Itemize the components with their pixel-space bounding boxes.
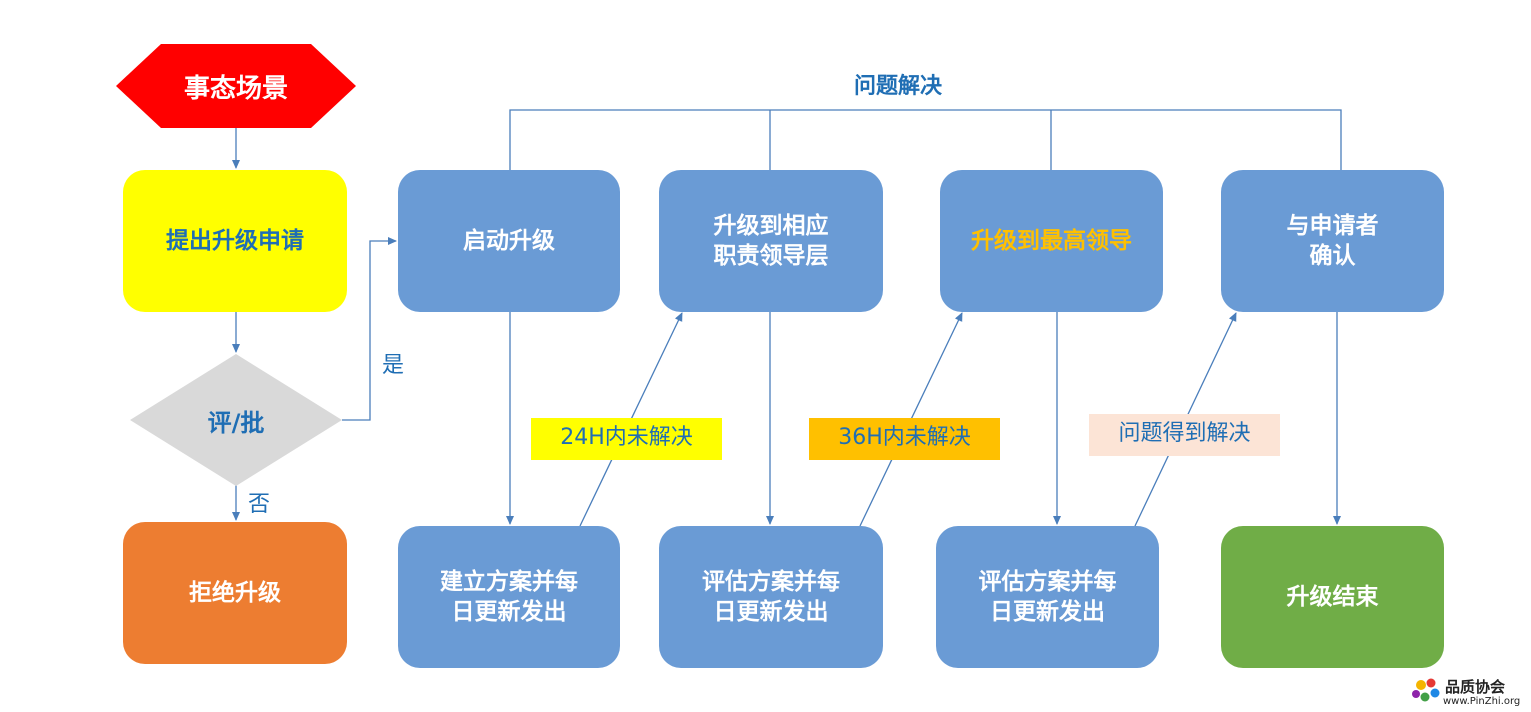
plan-daily-node-2: 评估方案并每 日更新发出	[659, 526, 883, 668]
bracket-problem-solved	[509, 109, 1342, 170]
logo-name: 品质协会	[1445, 678, 1506, 696]
problem-resolved-label: 问题得到解决	[1089, 414, 1280, 456]
confirm-requester-node: 与申请者 确认	[1221, 170, 1444, 312]
reject-node: 拒绝升级	[123, 522, 347, 664]
end-escalation-node: 升级结束	[1221, 526, 1444, 668]
review-label: 评/批	[207, 408, 265, 437]
scenario-label: 事态场景	[183, 73, 288, 104]
pinzhi-logo-icon	[1412, 678, 1440, 702]
arrow-review-to-start	[342, 237, 397, 421]
scenario-hexagon	[116, 44, 356, 128]
escalate-top-node: 升级到最高领导	[940, 170, 1163, 312]
start-escalation-node: 启动升级	[398, 170, 620, 312]
plan-daily-node-3: 评估方案并每 日更新发出	[936, 526, 1159, 668]
submit-request-node: 提出升级申请	[123, 170, 347, 312]
plan-daily-node-1: 建立方案并每 日更新发出	[398, 526, 620, 668]
no-label: 否	[248, 492, 271, 517]
unsolved-36h-label: 36H内未解决	[809, 418, 1000, 460]
logo-url: www.PinZhi.org	[1443, 696, 1521, 707]
escalate-responsible-node: 升级到相应 职责领导层	[659, 170, 883, 312]
yes-label: 是	[382, 353, 405, 378]
unsolved-24h-label: 24H内未解决	[531, 418, 722, 460]
problem-solved-label: 问题解决	[854, 74, 943, 99]
review-diamond	[130, 354, 342, 486]
